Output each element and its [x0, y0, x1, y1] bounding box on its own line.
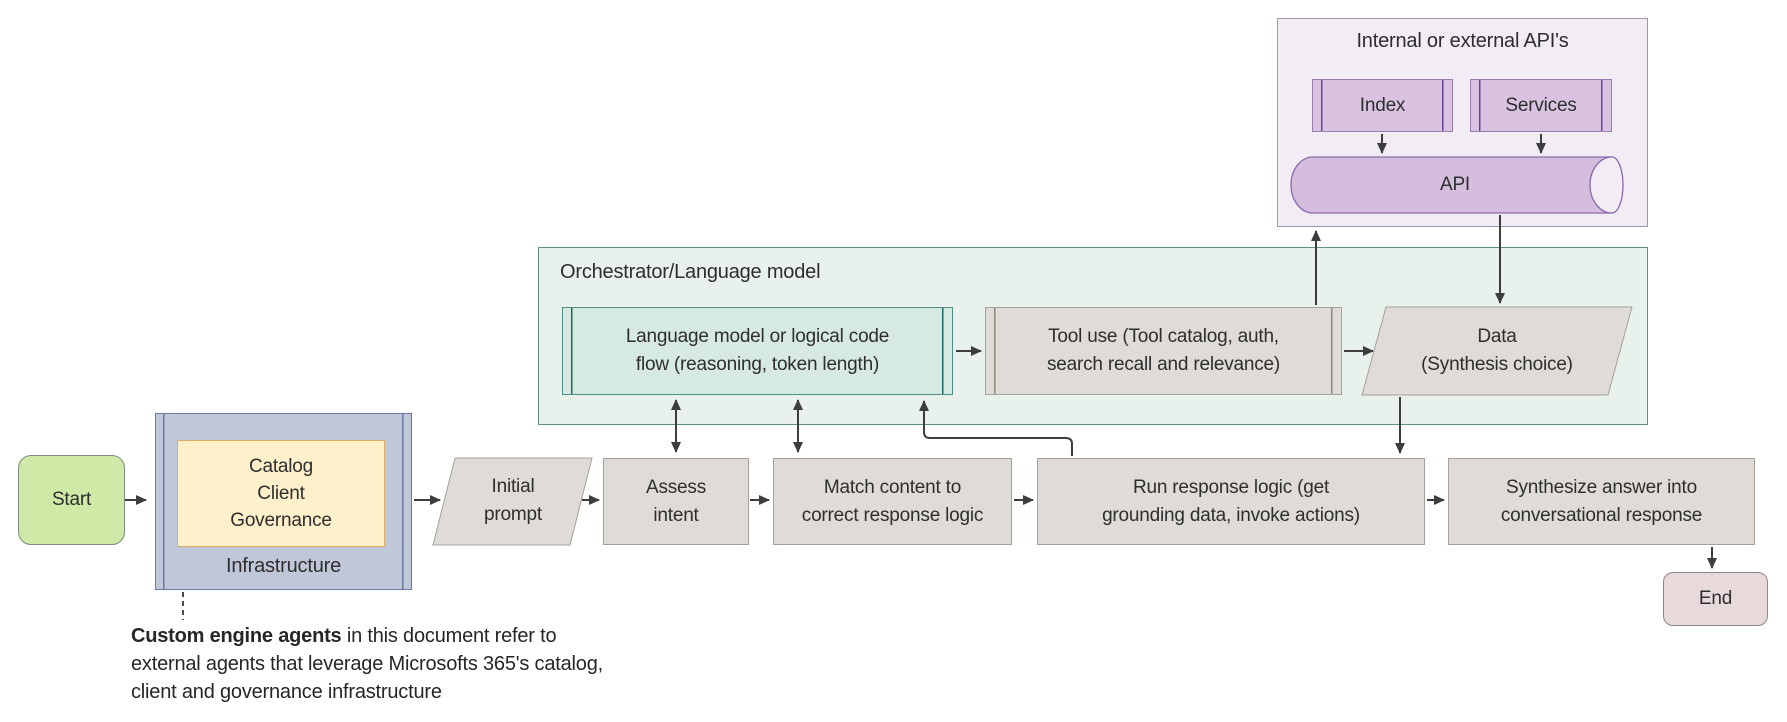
initial-prompt-line2: prompt — [484, 504, 542, 525]
run-response-line1: Run response logic (get — [1132, 476, 1330, 498]
api-label: API — [1439, 174, 1471, 195]
initial-prompt-line1: Initial — [491, 476, 535, 497]
start-node: Start — [18, 455, 125, 545]
client-line: Client — [257, 483, 305, 504]
assess-intent-node: Assess intent — [603, 458, 749, 545]
footnote-bold: Custom engine agents — [131, 625, 342, 647]
data-line2: (Synthesis choice) — [1421, 354, 1573, 375]
synthesize-line1: Synthesize answer into — [1506, 476, 1697, 498]
footnote: Custom engine agents in this document re… — [131, 622, 621, 706]
match-content-line2: correct response logic — [801, 504, 984, 526]
synthesize-node: Synthesize answer into conversational re… — [1448, 458, 1755, 545]
language-model-node: Language model or logical code flow (rea… — [562, 307, 953, 395]
infrastructure-label: Infrastructure — [225, 555, 342, 577]
catalog-client-governance-node: Catalog Client Governance — [177, 440, 385, 547]
governance-line: Governance — [230, 510, 332, 531]
index-node: Index — [1312, 79, 1453, 132]
synthesize-line2: conversational response — [1500, 504, 1703, 526]
assess-intent-line2: intent — [653, 504, 699, 526]
run-response-line2: grounding data, invoke actions) — [1102, 504, 1360, 526]
end-label: End — [1698, 588, 1733, 609]
orchestrator-title: Orchestrator/Language model — [560, 261, 821, 283]
language-model-line1: Language model or logical code — [625, 326, 890, 347]
services-label: Services — [1505, 94, 1577, 116]
end-node: End — [1663, 572, 1768, 626]
match-content-node: Match content to correct response logic — [773, 458, 1012, 545]
match-content-line1: Match content to — [823, 476, 962, 498]
services-node: Services — [1470, 79, 1612, 132]
data-line1: Data — [1477, 326, 1517, 347]
language-model-line2: flow (reasoning, token length) — [635, 354, 880, 375]
run-response-node: Run response logic (get grounding data, … — [1037, 458, 1425, 545]
data-node-label: Data (Synthesis choice) — [1421, 323, 1573, 379]
tool-use-line1: Tool use (Tool catalog, auth, — [1048, 326, 1279, 347]
start-label: Start — [51, 489, 92, 510]
footnote-rest: in this document refer to external agent… — [131, 625, 603, 703]
index-label: Index — [1359, 94, 1406, 116]
tool-use-node: Tool use (Tool catalog, auth, search rec… — [985, 307, 1342, 395]
initial-prompt-label: Initial prompt — [484, 473, 542, 529]
api-group-title: Internal or external API's — [1356, 30, 1569, 52]
catalog-line: Catalog — [248, 456, 314, 477]
tool-use-line2: search recall and relevance) — [1046, 354, 1281, 375]
assess-intent-line1: Assess — [645, 476, 707, 498]
